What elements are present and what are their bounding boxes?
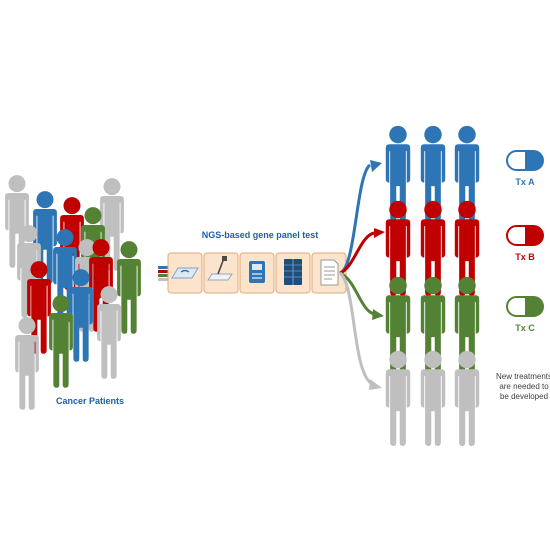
tx-c-label: Tx C: [515, 323, 535, 333]
capsule-icon-tx-a: [506, 150, 544, 171]
step-sequencer: [239, 252, 275, 294]
patient-groups: [385, 125, 480, 446]
step-pipette: [203, 252, 239, 294]
treatment-capsules: [506, 150, 544, 317]
arrow-to-tx-b: [339, 231, 375, 275]
cancer-patients-crowd: [5, 175, 141, 410]
server-rack-icon: [284, 259, 302, 285]
tissue-slide-icon: [171, 267, 199, 279]
step-tissue-slide: [167, 252, 203, 294]
arrow-to-untreated: [338, 271, 373, 386]
test-label: NGS-based gene panel test: [201, 230, 319, 240]
sequencer-icon: [249, 261, 265, 283]
report-document-icon: [320, 259, 339, 286]
untreated-patient-figure: [385, 350, 411, 446]
arrow-to-tx-a: [339, 163, 372, 275]
patient-figure: [97, 286, 121, 379]
step-report: [311, 252, 347, 294]
untreated-patient-figure: [454, 350, 480, 446]
untreated-patient-figure: [420, 350, 446, 446]
tx-b-label: Tx B: [515, 252, 535, 262]
step-server-rack: [275, 252, 311, 294]
capsule-icon-tx-c: [506, 296, 544, 317]
capsule-icon-tx-b: [506, 225, 544, 246]
ngs-test-panel: [158, 252, 347, 294]
pipette-icon: [207, 256, 233, 281]
new-treatments-note-line-2: are needed to: [499, 382, 549, 391]
routing-arrows: [338, 160, 385, 390]
new-treatments-note: New treatments are needed to be develope…: [488, 372, 550, 402]
new-treatments-note-line-1: New treatments: [495, 372, 550, 381]
tx-a-label: Tx A: [515, 177, 535, 187]
patients-label: Cancer Patients: [55, 396, 125, 406]
new-treatments-note-line-3: be developed: [499, 392, 549, 401]
